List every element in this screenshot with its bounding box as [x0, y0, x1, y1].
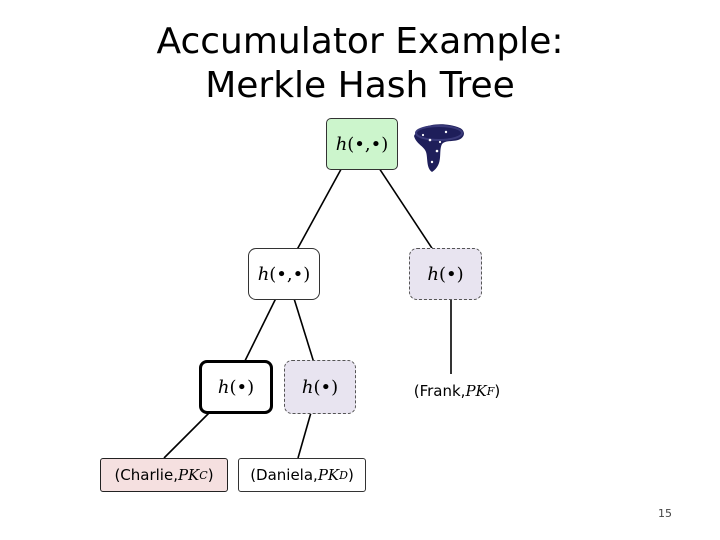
daniela-leaf-close: ): [347, 466, 354, 484]
charlie-leaf-key: PK: [177, 466, 200, 484]
frank-leaf-sub: F: [486, 384, 495, 398]
daniela-leaf-hash-node: h(•): [284, 360, 356, 414]
daniela-leaf-open: (Daniela,: [250, 466, 318, 484]
charlie-leaf-hash-node: h(•): [199, 360, 273, 414]
title-line-1: Accumulator Example:: [156, 21, 564, 62]
page-number: 15: [658, 507, 672, 520]
daniela-leaf-sub: D: [339, 468, 348, 482]
frank-leaf-key: PK: [465, 382, 487, 400]
daniela-leaf-hash-fn: h: [301, 376, 314, 398]
root-hash-fn: h: [335, 133, 348, 155]
charlie-leaf-hash-args: (•): [229, 376, 255, 398]
left-internal-hash-node: h(•,•): [248, 248, 320, 300]
charlie-leaf-hash-fn: h: [217, 376, 230, 398]
root-hash-args: (•,•): [347, 133, 389, 155]
root-hash-node: h(•,•): [326, 118, 398, 170]
left-internal-fn: h: [257, 263, 270, 285]
wizard-hat-icon: [410, 118, 468, 174]
edge-root-left: [292, 161, 346, 258]
slide-title: Accumulator Example: Merkle Hash Tree: [0, 20, 720, 108]
frank-leaf-open: (Frank,: [413, 382, 466, 400]
frank-leaf-close: ): [494, 382, 501, 400]
left-internal-args: (•,•): [269, 263, 311, 285]
charlie-leaf-open: (Charlie,: [114, 466, 178, 484]
charlie-leaf-sub: C: [199, 468, 208, 482]
right-internal-fn: h: [427, 263, 439, 285]
daniela-leaf-key: PK: [317, 466, 340, 484]
daniela-leaf-hash-args: (•): [313, 376, 339, 398]
right-internal-hash-node: h(•): [409, 248, 482, 300]
title-line-2: Merkle Hash Tree: [205, 65, 515, 106]
right-internal-args: (•): [438, 263, 464, 285]
charlie-leaf-close: ): [207, 466, 214, 484]
